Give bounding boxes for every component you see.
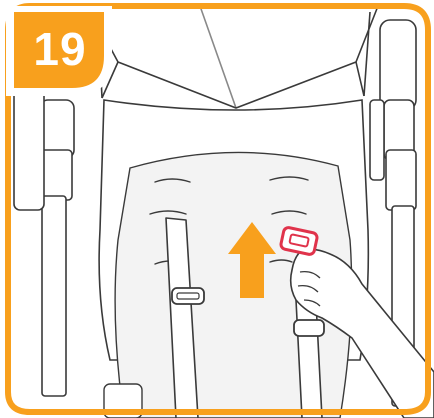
step-number: 19 [14, 18, 106, 80]
strap-adjuster-icon [294, 320, 324, 336]
strap-adjuster-icon [172, 288, 204, 304]
stroller-canopy [88, 6, 378, 108]
stroller-frame-left [14, 90, 74, 396]
step-badge-label-wrapper: 19 [0, 0, 118, 100]
